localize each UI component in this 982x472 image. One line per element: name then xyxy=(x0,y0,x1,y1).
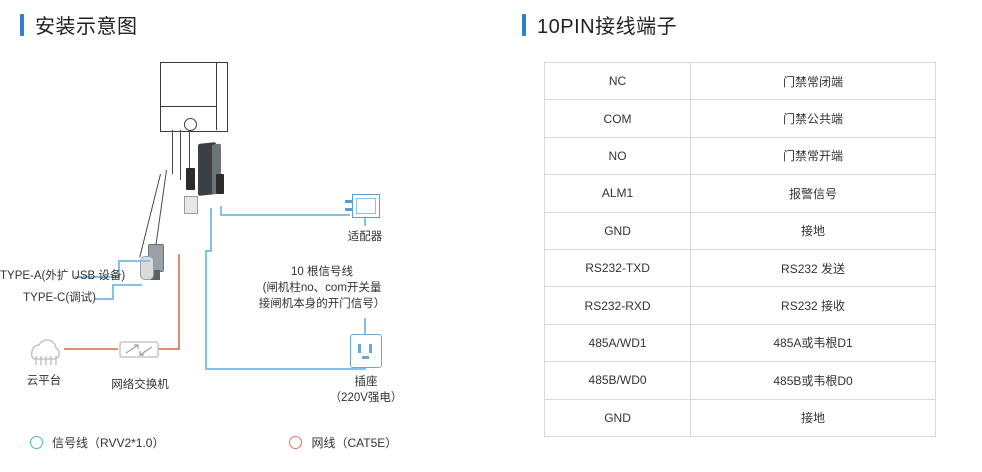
pin-description-cell: 门禁常闭端 xyxy=(690,61,936,101)
pin-name-cell: NC xyxy=(543,61,692,101)
label-socket: 插座 （220V强电） xyxy=(329,376,403,404)
network-wire-to-switch xyxy=(150,348,180,350)
wire-type-c-leader xyxy=(112,284,142,286)
pin-description-cell: 485A或韦根D1 xyxy=(690,323,936,363)
wire-signal-long-down xyxy=(205,250,207,370)
wire-to-adapter-stub xyxy=(220,206,222,216)
pinout-heading: 10PIN接线端子 xyxy=(522,10,677,39)
pin-name-cell: COM xyxy=(543,99,692,138)
pin-description-cell: 接地 xyxy=(690,398,936,437)
pin-name-cell: RS232-TXD xyxy=(543,248,692,288)
heading-text-right: 10PIN接线端子 xyxy=(537,16,678,38)
wire-to-adapter-horizontal xyxy=(220,214,350,216)
pin-description-cell: 门禁公共端 xyxy=(690,99,936,138)
pin-description-cell: 门禁常开端 xyxy=(690,136,936,176)
pin-name-cell: 485B/WD0 xyxy=(543,361,692,400)
wire-signal-jog xyxy=(205,250,212,252)
gate-machine-divider xyxy=(216,62,217,130)
power-adapter-inner xyxy=(356,198,376,214)
cloud-platform-icon xyxy=(30,339,60,365)
pin-name-cell: GND xyxy=(543,398,692,437)
cable-bundle-2 xyxy=(180,130,182,180)
heading-text: 安装示意图 xyxy=(35,16,138,38)
pin-description-cell: 接地 xyxy=(690,211,936,250)
wire-type-a-leader-h xyxy=(75,276,120,278)
type-c-plug xyxy=(140,256,154,280)
pin-name-cell: NO xyxy=(543,136,692,176)
wire-type-a-leader xyxy=(118,260,150,262)
wire-type-c-leader-v xyxy=(112,284,114,298)
installation-diagram-panel: 安装示意图 xyxy=(0,10,492,472)
wire-adapter-down xyxy=(364,214,366,226)
label-network-switch: 网络交换机 xyxy=(111,379,169,391)
power-socket-hole-right xyxy=(369,344,372,353)
diagram-legend: 信号线（RVV2*1.0） 网线（CAT5E） xyxy=(30,434,397,451)
legend-dot-network-icon xyxy=(289,436,303,449)
label-type-a: TYPE-A(外扩 USB 设备) xyxy=(0,270,126,282)
pin-description-cell: RS232 发送 xyxy=(690,248,936,288)
pin-name-cell: 485A/WD1 xyxy=(543,323,692,363)
power-adapter-prong-bottom xyxy=(345,208,352,211)
cable-bundle-1 xyxy=(172,130,174,174)
pin-name-cell: GND xyxy=(543,211,692,250)
label-signal-lines: 10 根信号线 (闸机柱no、com开关量 接闸机本身的开门信号） xyxy=(258,266,386,310)
connector-plug-c xyxy=(216,174,224,194)
label-cloud-platform: 云平台 xyxy=(26,375,62,387)
heading-accent-bar-right xyxy=(522,13,526,36)
pin-name-cell: RS232-RXD xyxy=(543,286,692,325)
cable-bundle-3 xyxy=(189,130,191,168)
label-adapter: 适配器 xyxy=(347,231,383,243)
legend-item-network: 网线（CAT5E） xyxy=(289,434,397,451)
installation-heading: 安装示意图 xyxy=(20,10,138,39)
wire-type-a-leader-v xyxy=(118,260,120,276)
pin-name-cell: ALM1 xyxy=(543,174,692,213)
network-wire-vertical xyxy=(178,254,180,350)
gate-machine-lens xyxy=(184,118,197,131)
network-switch-icon xyxy=(119,341,159,358)
diagram-canvas: TYPE-A(外扩 USB 设备) TYPE-C(调试) 10 根信号线 (闸机… xyxy=(0,48,492,472)
connector-plug-b xyxy=(184,196,198,214)
power-socket-hole-left xyxy=(358,344,361,353)
legend-label-signal: 信号线（RVV2*1.0） xyxy=(52,436,165,450)
power-socket-body xyxy=(350,334,382,368)
legend-dot-signal-icon xyxy=(30,436,43,449)
network-wire-switch-to-cloud xyxy=(64,348,118,350)
wire-signal-to-socket xyxy=(205,368,365,370)
connector-plug-a xyxy=(186,168,195,190)
pin-description-cell: RS232 接收 xyxy=(690,286,936,325)
heading-accent-bar xyxy=(20,13,24,36)
legend-label-network: 网线（CAT5E） xyxy=(311,436,398,450)
wire-type-c-leader-h xyxy=(95,298,114,300)
wire-signal-down xyxy=(210,208,212,252)
power-socket-hole-bottom xyxy=(362,356,369,359)
pin-description-cell: 485B或韦根D0 xyxy=(690,361,936,400)
usb-a-plug-tip xyxy=(150,270,160,280)
gate-machine-slot xyxy=(160,106,216,107)
legend-item-signal: 信号线（RVV2*1.0） xyxy=(30,434,164,451)
label-type-c: TYPE-C(调试) xyxy=(23,292,96,304)
power-adapter-prong-top xyxy=(345,200,352,203)
pin-description-cell: 报警信号 xyxy=(690,174,936,213)
